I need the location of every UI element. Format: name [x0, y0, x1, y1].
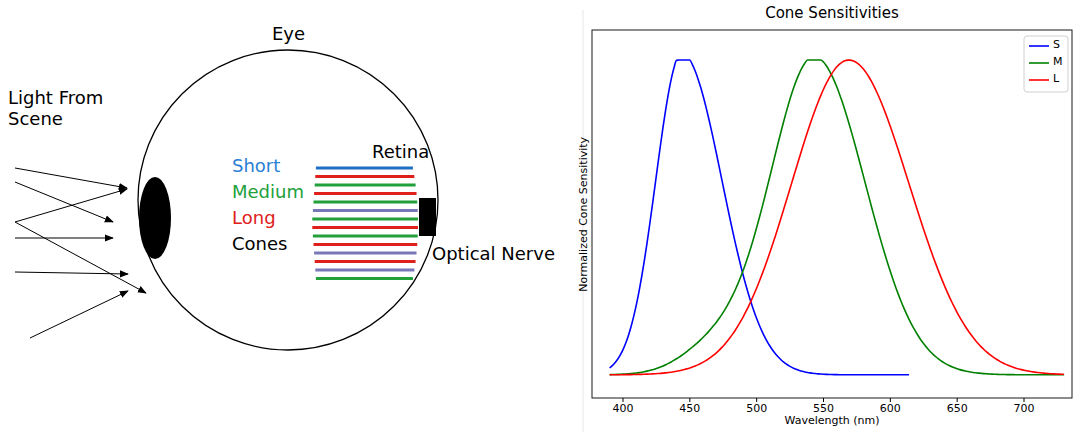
cone-line — [315, 184, 416, 187]
tick-label: 550 — [813, 403, 834, 416]
cone-line — [312, 226, 418, 229]
light-ray — [15, 222, 146, 293]
nerve-label: Optical Nerve — [432, 244, 555, 265]
tick-label: 500 — [746, 403, 767, 416]
cone-line — [314, 192, 416, 195]
cone-label: Medium — [232, 182, 304, 203]
cone-line — [313, 235, 418, 238]
legend-box — [1024, 36, 1068, 92]
tick-mark — [890, 398, 891, 402]
retina-label: Retina — [372, 142, 429, 163]
legend-sample — [1029, 62, 1049, 64]
sensitivity-curve — [610, 60, 1064, 375]
optical-nerve — [419, 198, 436, 236]
tick-mark — [756, 398, 757, 402]
tick-label: 700 — [1014, 403, 1035, 416]
legend-label: S — [1053, 39, 1060, 52]
cone-line — [314, 201, 418, 204]
light-ray — [15, 238, 113, 239]
scene-label: Light From Scene — [8, 88, 118, 129]
axis-title: Wavelength (nm) — [784, 415, 879, 428]
light-ray — [15, 182, 113, 222]
plot-frame — [592, 30, 1072, 398]
cone-line — [312, 218, 418, 221]
cone-line — [315, 269, 414, 272]
tick-mark — [957, 398, 958, 402]
lens — [139, 177, 171, 259]
cone-line — [315, 260, 416, 263]
tick-label: 450 — [679, 403, 700, 416]
tick-label: 600 — [880, 403, 901, 416]
tick-label: 650 — [947, 403, 968, 416]
cone-label: Long — [232, 208, 276, 229]
sensitivity-curve — [610, 60, 1064, 375]
eyeball — [138, 50, 438, 350]
light-ray — [15, 189, 127, 222]
eye-label: Eye — [272, 24, 305, 45]
tick-mark — [623, 398, 624, 402]
cone-line — [316, 167, 413, 170]
legend-label: L — [1053, 73, 1059, 86]
legend-sample — [1029, 79, 1049, 81]
cone-label: Cones — [232, 234, 287, 255]
cone-line — [316, 277, 413, 280]
legend-label: M — [1053, 56, 1063, 69]
cone-line — [315, 175, 414, 178]
cone-label: Short — [232, 156, 280, 177]
tick-mark — [1024, 398, 1025, 402]
chart-title: Cone Sensitivities — [765, 5, 899, 22]
tick-mark — [823, 398, 824, 402]
tick-label: 400 — [613, 403, 634, 416]
legend-sample — [1029, 45, 1049, 47]
light-ray — [15, 272, 128, 274]
axis-title: Normalized Cone Sensitivity — [578, 137, 591, 292]
cone-line — [313, 209, 418, 212]
light-ray — [30, 291, 128, 338]
cone-line — [314, 252, 416, 255]
light-ray — [15, 168, 127, 188]
retina-cones — [312, 168, 418, 279]
cone-line — [314, 243, 418, 246]
light-rays — [15, 168, 146, 338]
tick-mark — [689, 398, 690, 402]
chart — [592, 30, 1072, 402]
